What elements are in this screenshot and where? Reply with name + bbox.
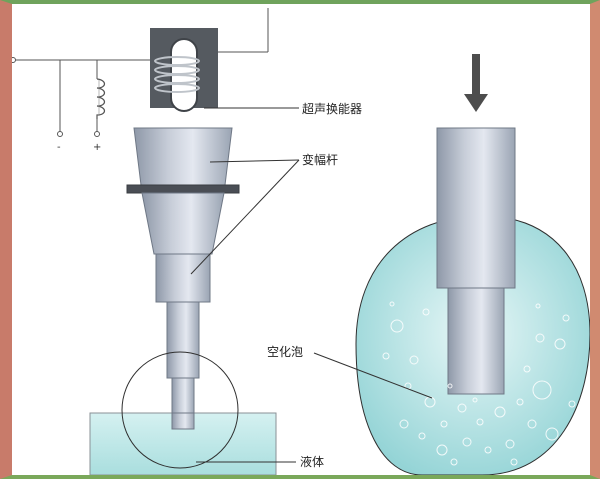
terminal-positive-label: + <box>93 142 102 153</box>
label-transducer: 超声换能器 <box>302 102 363 116</box>
magnifier-circle <box>121 351 239 469</box>
label-cavitation-bubbles: 空化泡 <box>267 345 304 359</box>
horn <box>126 127 240 429</box>
leader-lines <box>190 107 433 463</box>
transducer <box>150 28 218 112</box>
zoomed-view <box>355 127 590 475</box>
liquid-container <box>89 412 277 475</box>
inductor-coil-icon <box>96 78 106 119</box>
down-arrow-icon <box>464 54 488 112</box>
label-liquid: 液体 <box>300 455 325 469</box>
terminal-negative-label: - <box>57 142 61 153</box>
label-horn: 变幅杆 <box>302 153 339 167</box>
diagram-canvas: 超声换能器 变幅杆 空化泡 液体 - + <box>12 4 590 475</box>
bubble-icon <box>382 301 576 466</box>
wiring <box>12 8 269 137</box>
ultrasonic-diagram <box>12 8 590 475</box>
